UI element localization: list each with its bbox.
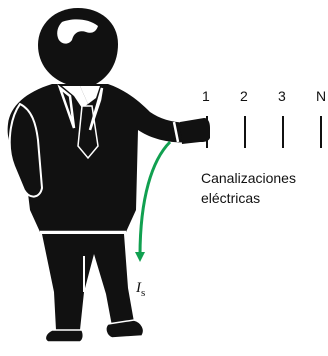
- current-symbol: I: [135, 280, 142, 296]
- person-foot-left: [44, 329, 85, 343]
- conductor-label-1: 1: [202, 88, 210, 104]
- current-arrow: [135, 140, 172, 262]
- conductor-label-n: N: [316, 88, 326, 104]
- person-head: [38, 8, 118, 84]
- person-foot-right: [105, 319, 145, 339]
- caption-line-1: Canalizaciones: [201, 170, 296, 186]
- person-legs: [42, 234, 134, 330]
- conductor-label-2: 2: [240, 88, 248, 104]
- person-left-arm: [8, 102, 44, 198]
- conductor-group: 1 2 3 N: [202, 88, 326, 148]
- person-figure: [7, 8, 210, 343]
- current-subscript: s: [141, 287, 145, 299]
- current-label: Is: [135, 280, 145, 299]
- person-torso: [7, 84, 208, 232]
- conductor-label-3: 3: [278, 88, 286, 104]
- person-hand: [180, 118, 210, 144]
- caption-line-2: eléctricas: [201, 190, 260, 206]
